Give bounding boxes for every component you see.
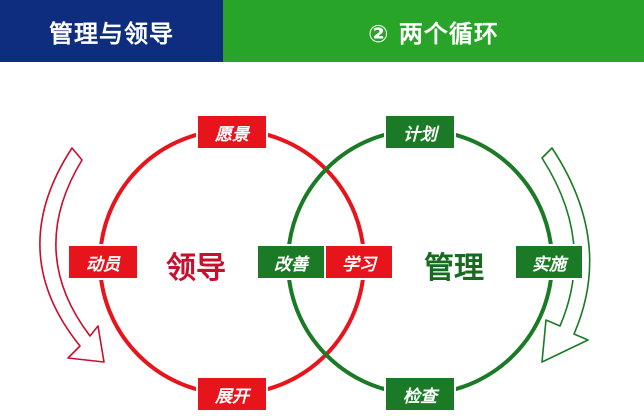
header-title-left: 管理与领导 <box>0 0 223 62</box>
management-item-top: 计划 <box>384 114 456 150</box>
management-center-label: 管理 <box>424 251 484 286</box>
management-cycle-arrow-icon <box>541 147 591 363</box>
leadership-item-top: 愿景 <box>196 114 268 150</box>
management-item-right: 实施 <box>514 244 584 280</box>
leadership-item-right: 学习 <box>324 244 394 280</box>
header: 管理与领导 ② 两个循环 <box>0 0 644 62</box>
leadership-item-bottom: 展开 <box>196 376 268 412</box>
management-item-left: 改善 <box>256 244 326 280</box>
header-title-right: ② 两个循环 <box>223 0 644 62</box>
leadership-item-left: 动员 <box>67 244 139 280</box>
two-cycles-diagram: 愿景 动员 展开 学习 计划 实施 检查 改善 领导 管理 <box>0 62 644 416</box>
cycle-graphics <box>39 128 591 396</box>
leadership-center-label: 领导 <box>166 251 226 286</box>
management-item-bottom: 检查 <box>384 376 456 412</box>
leadership-cycle-arrow-icon <box>39 147 105 363</box>
